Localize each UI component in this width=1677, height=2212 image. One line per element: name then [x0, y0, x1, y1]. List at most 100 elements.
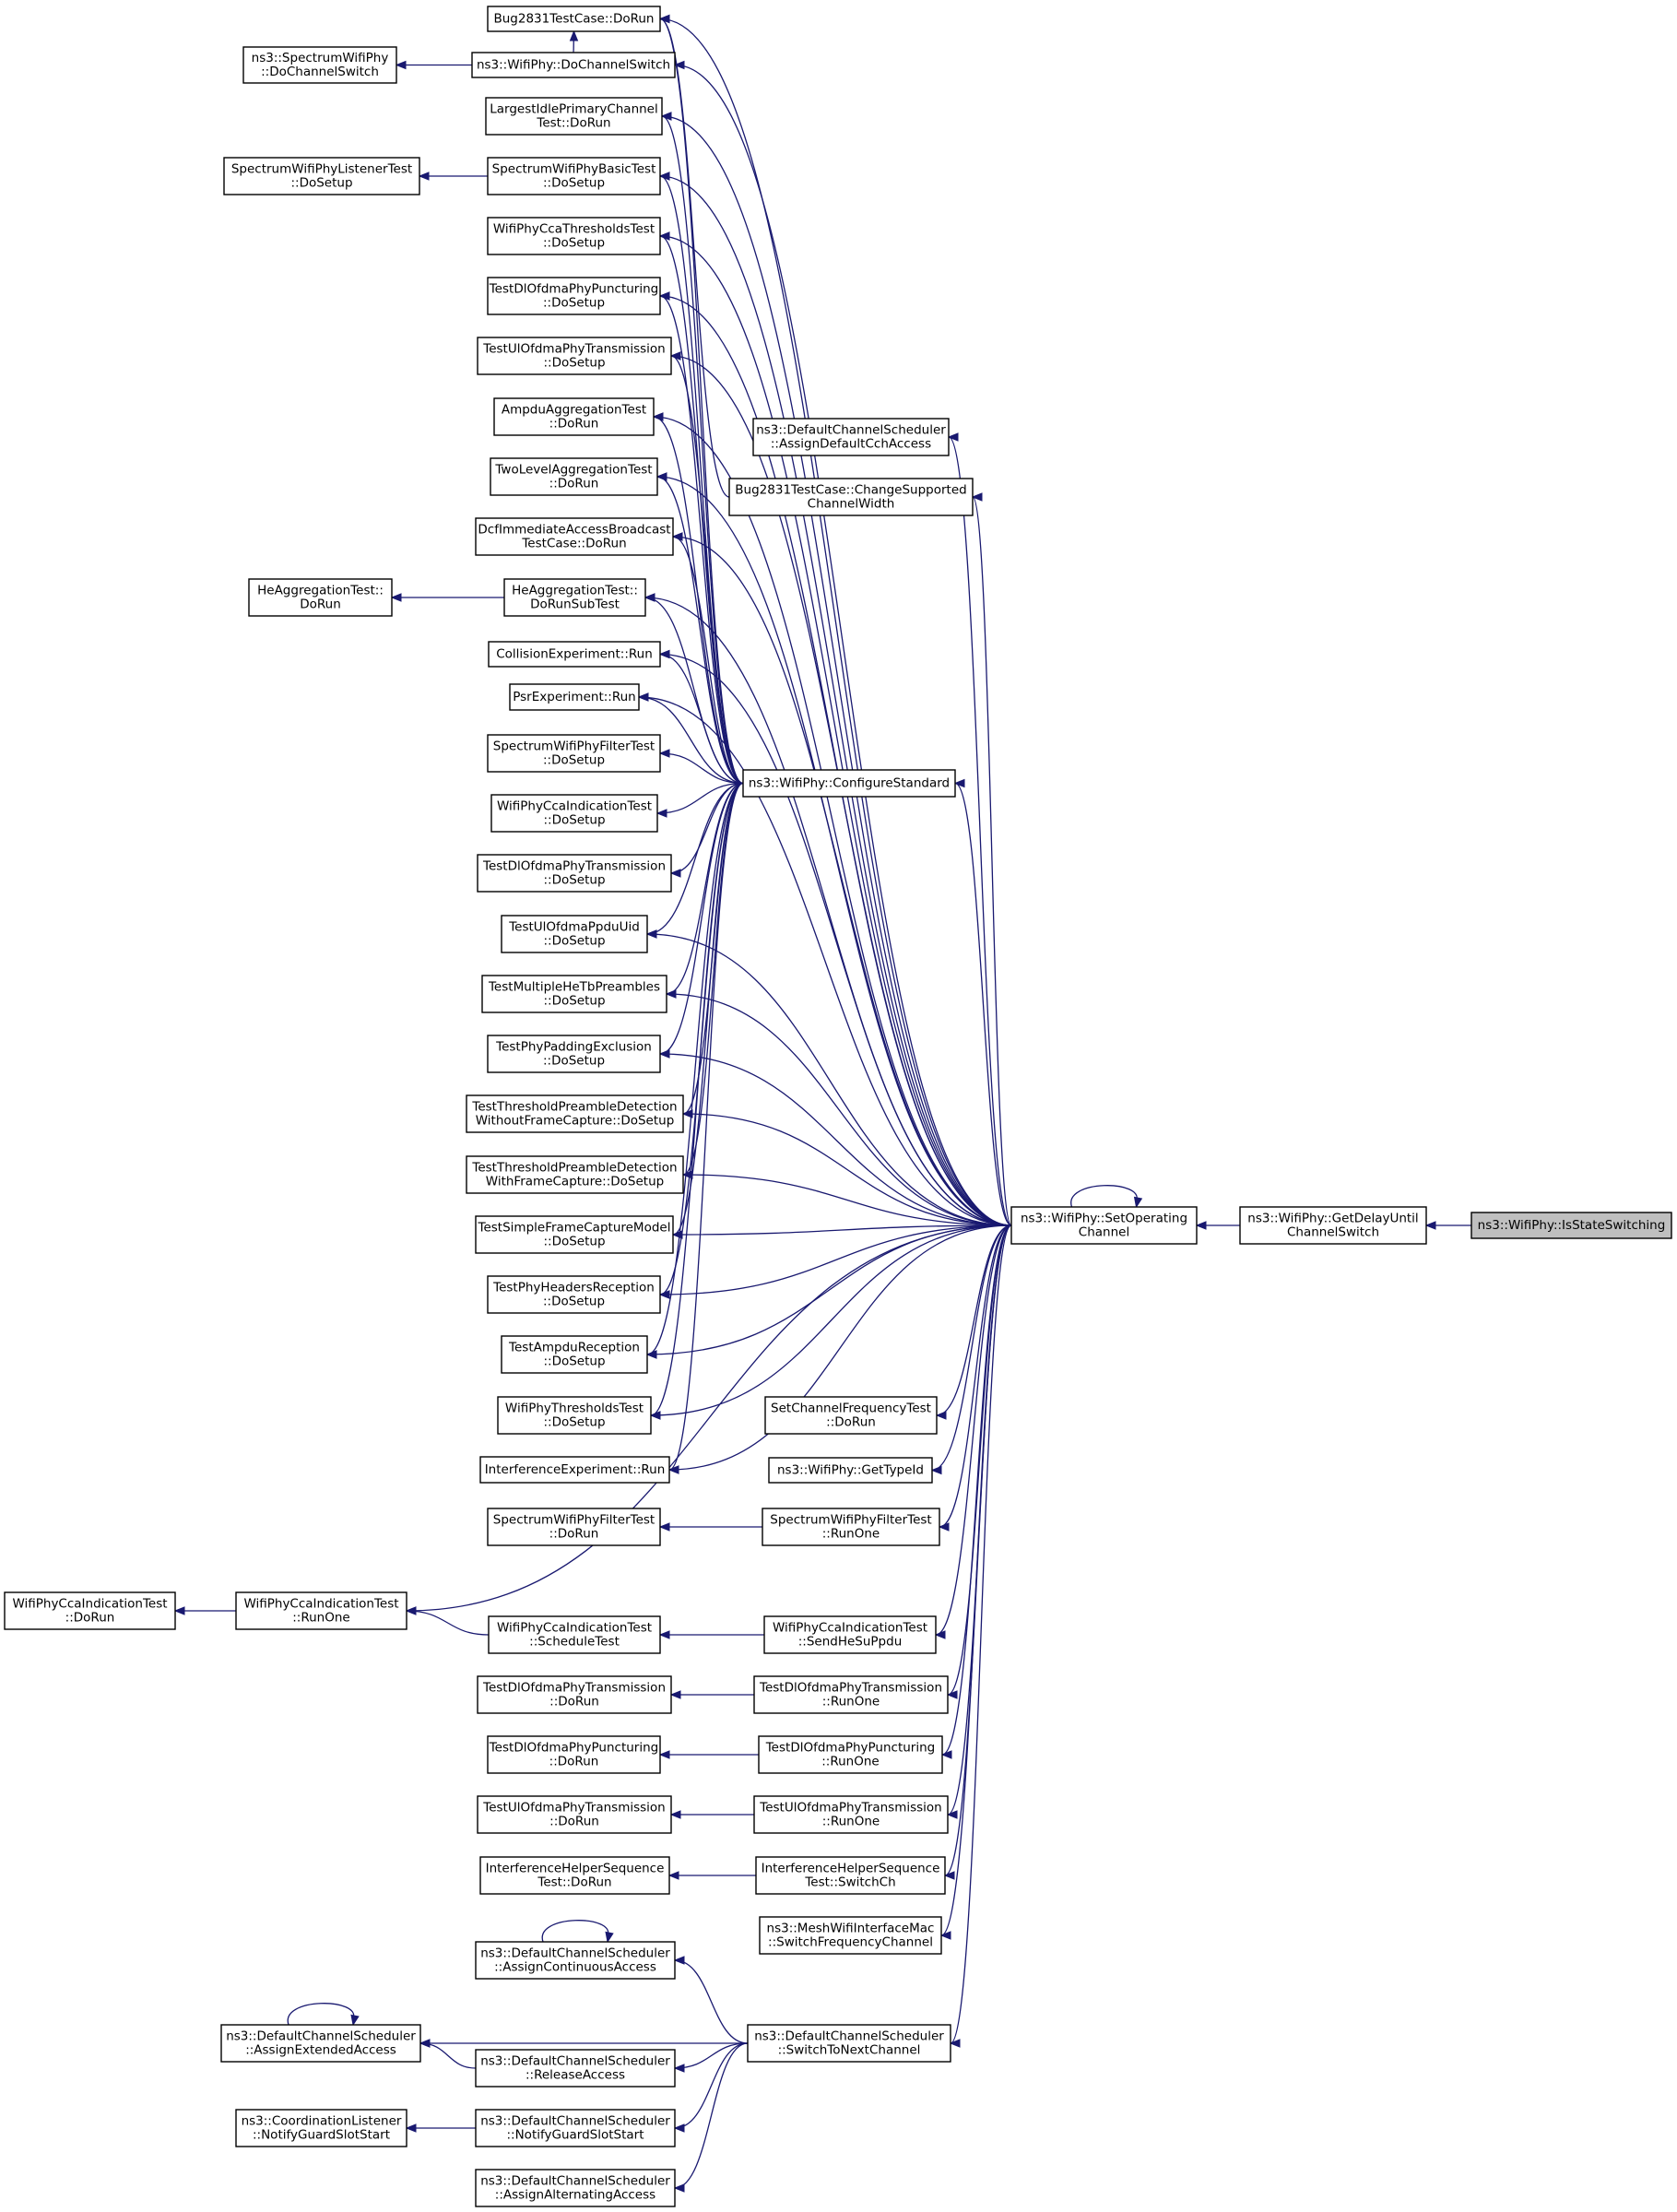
node-dltrans_setup[interactable]: TestDlOfdmaPhyTransmission::DoSetup: [477, 854, 672, 893]
edge-line: [541, 1920, 609, 1943]
node-box: [1470, 1212, 1672, 1239]
edge-speclistener-to-specbasic: [418, 172, 488, 181]
node-thresholds[interactable]: WifiPhyThresholdsTest::DoSetup: [497, 1396, 652, 1435]
node-box: [728, 478, 974, 516]
node-ampdurx[interactable]: TestAmpduReception::DoSetup: [501, 1335, 648, 1374]
node-ulppdu[interactable]: TestUlOfdmaPpduUid::DoSetup: [501, 915, 648, 953]
node-dlpunct_runone[interactable]: TestDlOfdmaPhyPuncturing::RunOne: [758, 1735, 943, 1774]
edge-coordnotify-to-schednotify: [405, 2123, 476, 2133]
edge-line: [668, 782, 744, 1471]
edge-arrowhead: [658, 1522, 670, 1532]
node-box: [248, 578, 393, 617]
node-box: [235, 1591, 407, 1630]
node-interfexp[interactable]: InterferenceExperiment::Run: [479, 1456, 670, 1484]
node-label: ns3::WifiPhy::ConfigureStandard: [749, 776, 950, 791]
node-heaggsub[interactable]: HeAggregationTest::DoRunSubTest: [503, 578, 646, 617]
node-label: InterferenceHelperSequence: [762, 1862, 940, 1876]
edge-dcfimm-to-setop: [671, 532, 1012, 1226]
node-coordnotify[interactable]: ns3::CoordinationListener::NotifyGuardSl…: [235, 2109, 407, 2147]
node-box: [490, 457, 658, 496]
edge-line: [672, 1224, 1012, 1236]
node-box: [220, 2024, 421, 2063]
node-bugchange[interactable]: Bug2831TestCase::ChangeSupportedChannelW…: [728, 478, 974, 516]
node-meshswitch[interactable]: ns3::MeshWifiInterfaceMac::SwitchFrequen…: [759, 1916, 942, 1955]
node-specfilter_dorun[interactable]: SpectrumWifiPhyFilterTest::DoRun: [487, 1508, 661, 1546]
node-label: ::SwitchToNextChannel: [778, 2043, 921, 2058]
edge-line: [682, 1113, 1012, 1226]
node-label: SpectrumWifiPhyBasicTest: [492, 162, 656, 177]
node-label: ::AssignAlternatingAccess: [495, 2188, 655, 2203]
node-twolevel[interactable]: TwoLevelAggregationTest::DoRun: [490, 457, 658, 496]
node-label: TwoLevelAggregationTest: [494, 463, 652, 478]
node-ultrans_runone[interactable]: TestUlOfdmaPhyTransmission::RunOne: [753, 1795, 949, 1834]
node-collision[interactable]: CollisionExperiment::Run: [488, 641, 661, 668]
node-bug_dorun[interactable]: Bug2831TestCase::DoRun: [487, 6, 661, 32]
node-ccaind_sendhesu[interactable]: WifiPhyCcaIndicationTest::SendHeSuPpdu: [763, 1615, 937, 1654]
node-dochsw[interactable]: ns3::WifiPhy::DoChannelSwitch: [471, 52, 676, 78]
edge-line: [941, 1224, 1012, 1756]
edge-line: [650, 1224, 1012, 1416]
node-phyhdr[interactable]: TestPhyHeadersReception::DoSetup: [487, 1275, 661, 1314]
node-label: WithFrameCapture::DoSetup: [486, 1175, 664, 1189]
edge-line: [672, 536, 1012, 1226]
node-box: [487, 217, 661, 255]
node-specdochsw[interactable]: ns3::SpectrumWifiPhy::DoChannelSwitch: [242, 46, 397, 84]
node-heagg[interactable]: HeAggregationTest::DoRun: [248, 578, 393, 617]
node-label: TestPhyHeadersReception: [492, 1281, 655, 1295]
edge-line: [638, 696, 1012, 1226]
node-multihe[interactable]: TestMultipleHeTbPreambles::DoSetup: [481, 975, 667, 1013]
node-ampduagg[interactable]: AmpduAggregationTest::DoRun: [493, 397, 655, 436]
node-thrwith[interactable]: TestThresholdPreambleDetectionWithFrameC…: [466, 1155, 684, 1194]
node-ccaind_sched[interactable]: WifiPhyCcaIndicationTest::ScheduleTest: [488, 1615, 661, 1654]
node-isstate[interactable]: ns3::WifiPhy::IsStateSwitching: [1470, 1212, 1672, 1239]
node-dlpunct_dorun[interactable]: TestDlOfdmaPhyPuncturing::DoRun: [487, 1735, 661, 1774]
node-ultrans_dorun[interactable]: TestUlOfdmaPhyTransmission::DoRun: [477, 1795, 672, 1834]
node-label: ::DoSetup: [543, 1235, 605, 1249]
node-dlpunct_setup[interactable]: TestDlOfdmaPhyPuncturing::DoSetup: [487, 277, 661, 315]
node-ccaind_setup[interactable]: WifiPhyCcaIndicationTest::DoSetup: [490, 794, 658, 833]
node-configstd[interactable]: ns3::WifiPhy::ConfigureStandard: [742, 769, 956, 798]
node-dcfimm[interactable]: DcfImmediateAccessBroadcastTestCase::DoR…: [475, 517, 674, 556]
node-phypad[interactable]: TestPhyPaddingExclusion::DoSetup: [487, 1035, 661, 1073]
node-label: TestPhyPaddingExclusion: [495, 1040, 652, 1055]
node-label: ::DoSetup: [543, 176, 605, 191]
node-specfilter_runone[interactable]: SpectrumWifiPhyFilterTest::RunOne: [762, 1508, 940, 1546]
node-psr[interactable]: PsrExperiment::Run: [509, 683, 640, 711]
node-assignalt[interactable]: ns3::DefaultChannelScheduler::AssignAlte…: [475, 2169, 676, 2207]
node-dltrans_dorun[interactable]: TestDlOfdmaPhyTransmission::DoRun: [477, 1675, 672, 1714]
node-box: [485, 97, 663, 136]
node-specfilter_setup[interactable]: SpectrumWifiPhyFilterTest::DoSetup: [487, 734, 661, 773]
edge-line: [674, 2042, 749, 2129]
node-schednotify[interactable]: ns3::DefaultChannelScheduler::NotifyGuar…: [475, 2109, 676, 2147]
node-ccathresh[interactable]: WifiPhyCcaThresholdsTest::DoSetup: [487, 217, 661, 255]
node-label: TestDlOfdmaPhyTransmission: [482, 859, 666, 874]
node-release[interactable]: ns3::DefaultChannelScheduler::ReleaseAcc…: [475, 2049, 676, 2088]
node-box: [752, 418, 950, 456]
node-assigncont[interactable]: ns3::DefaultChannelScheduler::AssignCont…: [475, 1941, 676, 1980]
node-ccaind_runone[interactable]: WifiPhyCcaIndicationTest::RunOne: [235, 1591, 407, 1630]
node-thrwithout[interactable]: TestThresholdPreambleDetectionWithoutFra…: [466, 1094, 684, 1133]
edge-specfilter_dorun-to-specfilter_runone: [658, 1522, 763, 1532]
edge-arrowhead: [665, 989, 677, 999]
node-switchnext[interactable]: ns3::DefaultChannelScheduler::SwitchToNe…: [747, 2024, 951, 2063]
node-gettypeid[interactable]: ns3::WifiPhy::GetTypeId: [768, 1457, 933, 1484]
node-speclistener[interactable]: SpectrumWifiPhyListenerTest::DoSetup: [223, 157, 420, 195]
node-defcch[interactable]: ns3::DefaultChannelScheduler::AssignDefa…: [752, 418, 950, 456]
node-assignext[interactable]: ns3::DefaultChannelScheduler::AssignExte…: [220, 2024, 421, 2063]
node-ultrans_setup[interactable]: TestUlOfdmaPhyTransmission::DoSetup: [477, 337, 672, 375]
edge-line: [659, 235, 1012, 1226]
node-simplefc[interactable]: TestSimpleFrameCaptureModel::DoSetup: [475, 1215, 674, 1254]
node-dltrans_runone[interactable]: TestDlOfdmaPhyTransmission::RunOne: [753, 1675, 949, 1714]
node-label: ::DoSetup: [543, 1054, 605, 1069]
edge-arrowhead: [1195, 1221, 1207, 1230]
edge-line: [646, 1224, 1012, 1355]
node-ccaind_dorun[interactable]: WifiPhyCcaIndicationTest::DoRun: [4, 1591, 176, 1630]
node-label: ::DoRun: [826, 1415, 876, 1430]
node-setchfreq[interactable]: SetChannelFrequencyTest::DoRun: [764, 1396, 938, 1435]
node-specbasic[interactable]: SpectrumWifiPhyBasicTest::DoSetup: [487, 157, 661, 195]
